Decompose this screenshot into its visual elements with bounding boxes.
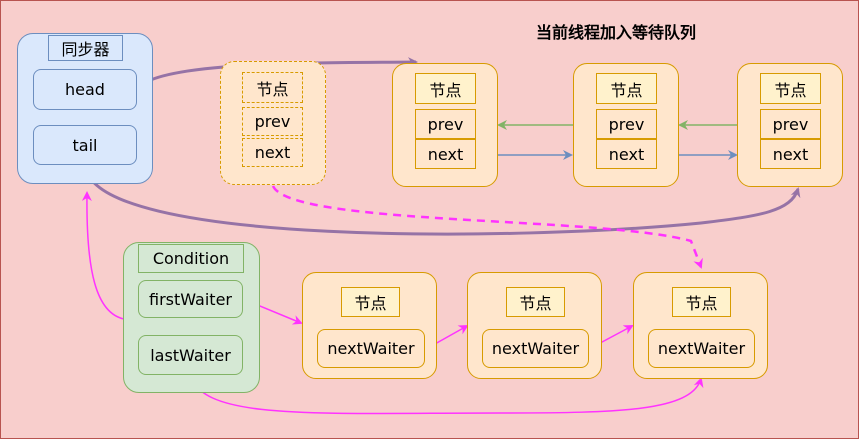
head-field: head: [33, 69, 137, 110]
queue-node-next: next: [596, 139, 657, 169]
waiter-node-title: 节点: [341, 287, 400, 317]
waiter-node-next-waiter: nextWaiter: [317, 329, 425, 368]
queue-node-title: 节点: [760, 73, 821, 104]
pending-node-title: 节点: [242, 72, 303, 103]
queue-node-prev: prev: [760, 109, 821, 139]
queue-node-title: 节点: [415, 73, 476, 104]
last-waiter-arrow: [190, 374, 704, 415]
waiter-node-title: 节点: [672, 287, 731, 317]
tail-to-last-node-arrow: [84, 165, 801, 236]
queue-node-title: 节点: [596, 73, 657, 104]
condition-title: Condition: [138, 244, 244, 273]
last-waiter-field: lastWaiter: [138, 335, 243, 375]
waiter-node-next-waiter: nextWaiter: [482, 329, 589, 368]
first-waiter-field: firstWaiter: [138, 280, 243, 318]
waiter-node-next-waiter: nextWaiter: [648, 329, 755, 368]
pending-node-prev: prev: [242, 107, 303, 136]
diagram-title: 当前线程加入等待队列: [535, 23, 696, 42]
pending-to-waiter-dashed-arrow: [271, 185, 703, 269]
queue-node-next: next: [760, 139, 821, 169]
waiter-node-title: 节点: [506, 287, 565, 317]
pending-node-next: next: [242, 138, 303, 167]
queue-node-prev: prev: [415, 109, 476, 139]
tail-field: tail: [33, 125, 137, 165]
synchronizer-title: 同步器: [48, 35, 123, 61]
queue-node-prev: prev: [596, 109, 657, 139]
condition-to-tail-arrow: [81, 191, 125, 320]
queue-node-next: next: [415, 139, 476, 169]
